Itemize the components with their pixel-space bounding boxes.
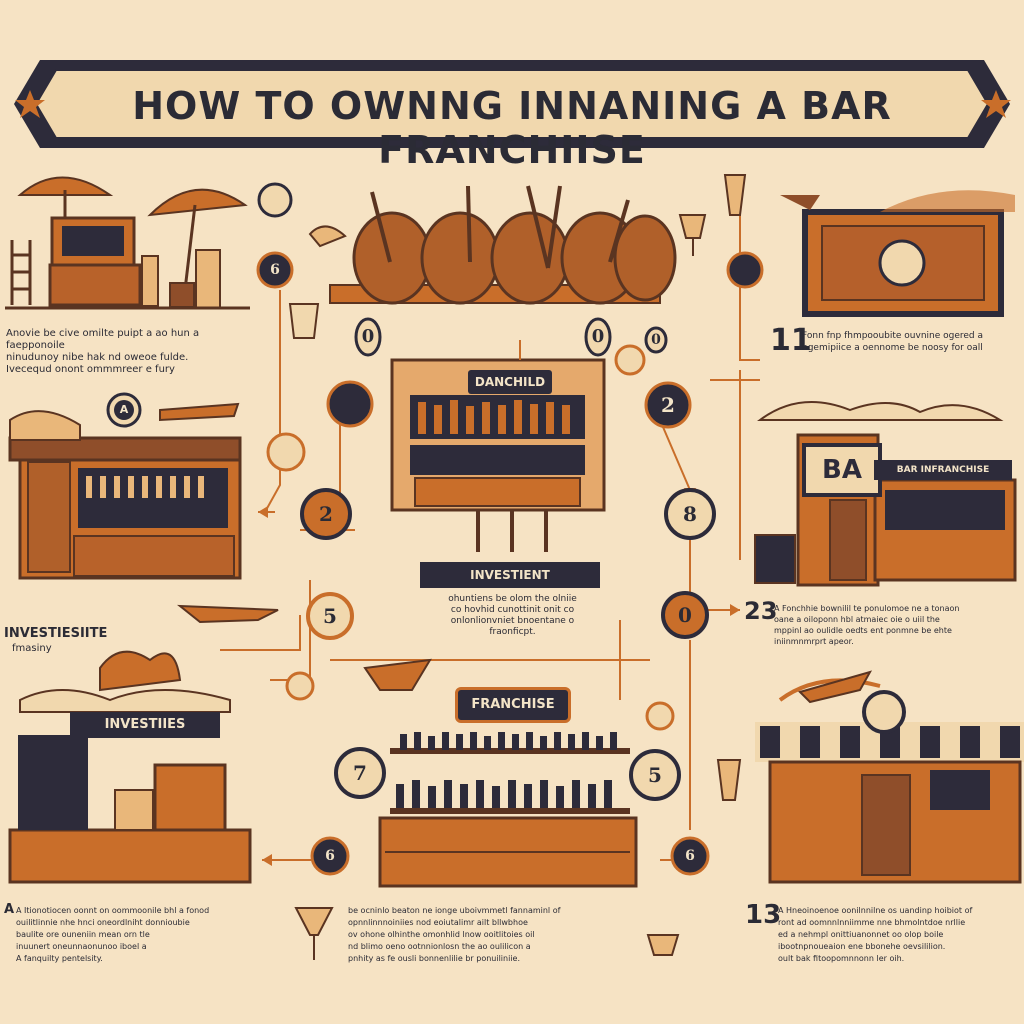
- note-left-bottom: A Itionotiocen oonnt on oommoonile bhl a…: [16, 905, 256, 965]
- note-line: ibootnpnoueaion ene bbonehe oevsililion.: [778, 942, 946, 951]
- ba-sign: BA: [802, 443, 882, 497]
- left-label-fmasiny: fmasiny: [12, 643, 52, 654]
- note-line: oane a oiloponn hbl atmaiec oie o uiil t…: [774, 615, 940, 624]
- saloon-bar-illustration: [8, 392, 242, 580]
- step-node-2-left: 2: [319, 502, 333, 526]
- cocktail-glass-icon: [678, 214, 707, 256]
- franchise-label: FRANCHISE: [455, 687, 571, 723]
- shop-sign: BAR INFRANCHISE: [874, 460, 1012, 480]
- left-label-investiesiite: INVESTIESIITE: [4, 626, 108, 641]
- step-node-oval-b: 0: [591, 326, 605, 347]
- gear-icon: [266, 432, 306, 472]
- airplane-icon: [176, 604, 279, 624]
- cocktail-glass-icon: [723, 174, 747, 216]
- step-node-2-right: 2: [661, 393, 675, 417]
- cloud-icon: [308, 225, 347, 248]
- kiosk-illustration: [8, 689, 252, 884]
- drink-cup-icon: [646, 934, 680, 956]
- note-line: A fanquilty pentelsity.: [16, 954, 103, 963]
- note-line: hgemipiice a oennome be noosy for oall: [802, 343, 983, 353]
- star-icon: [981, 90, 1011, 118]
- step-node-circles: [256, 182, 764, 876]
- step-node-6-right: 6: [685, 848, 695, 864]
- note-line: co hovhid cunottinit onit co: [450, 605, 575, 615]
- step-node-6-left: 6: [325, 848, 335, 864]
- note-right-mid: A Fonchhie bownilil te ponulomoe ne a to…: [774, 603, 1020, 647]
- step-node-0-right: 0: [678, 603, 692, 627]
- note-line: ninudunoy nibe hak nd oweoe fulde.: [6, 352, 189, 363]
- cloud-icon: [99, 650, 182, 692]
- step-node-5-left: 5: [323, 604, 337, 628]
- note-line: ov ohone olhinthe omonhlid lnow ooitlito…: [348, 930, 535, 939]
- note-line: A Fonchhie bownilil te ponulomoe ne a to…: [774, 604, 960, 613]
- left-badge: A: [114, 400, 134, 420]
- note-line: Fonn fnp fhmpooubite ouvnine ogered a: [802, 331, 984, 341]
- note-line: pnhity as fe ousli bonnenlilie br ponuil…: [348, 954, 521, 963]
- tv-screen-illustration: [780, 190, 1015, 317]
- note-line: Anovie be cive omilte puipt a ao hun a f…: [6, 328, 200, 351]
- note-line: Ivecequd onont ommmreer e fury: [6, 364, 175, 375]
- step-node-8: 8: [683, 502, 697, 526]
- bottle-shelf-illustration: [378, 732, 638, 888]
- note-line: ront ad oomnnlnniimme nne bhmolntdoe nrl…: [778, 918, 966, 927]
- note-line: iniinmnmrprt apeor.: [774, 637, 854, 646]
- note-right-bottom: A Hneoinoenoe oonilnnilne os uandinp hoi…: [778, 905, 1018, 965]
- step-number-left-bottom: A: [4, 902, 15, 917]
- cocktail-glass-icon: [294, 907, 334, 960]
- note-line: onlonlionvniet bnoentane o: [450, 616, 575, 626]
- beer-mug-icon: [288, 303, 320, 339]
- step-node-6-top: 6: [270, 262, 280, 278]
- note-line: oult bak fitoopomnnonn ler oih.: [778, 954, 905, 963]
- star-icon: [15, 90, 45, 118]
- step-node-7: 7: [353, 761, 367, 785]
- investities-ribbon: INVESTIIES: [70, 712, 220, 738]
- storefront-illustration: [754, 401, 1017, 587]
- step-node-oval-a: 0: [361, 326, 375, 347]
- page-title: HOW TO OWNNG INNANING A BAR FRANCHIISE: [132, 84, 892, 172]
- step-number-right-bottom: 13: [745, 900, 782, 930]
- top-center-sign: DANCHILD: [468, 370, 552, 394]
- airplane-icon: [798, 670, 873, 704]
- gear-icon: [285, 671, 315, 701]
- note-line: ohuntiens be olom the olniie: [448, 594, 577, 604]
- note-line: mppinl ao oulidle oedts ent ponmne be eh…: [774, 626, 952, 635]
- note-right-top: Fonn fnp fhmpooubite ouvnine ogered a hg…: [802, 330, 1022, 354]
- investment-ribbon: INVESTIENT: [420, 562, 600, 588]
- step-node-5-right: 5: [648, 763, 662, 787]
- awning-cafe-illustration: [755, 678, 1024, 884]
- gear-icon: [614, 344, 646, 376]
- note-line: nd blimo oeno ootnnionlosn the ao oulili…: [348, 942, 531, 951]
- cocktail-glass-icon: [716, 759, 742, 801]
- note-line: ed a nehmpl onittiuanonnet oo olop boile: [778, 930, 944, 939]
- bowl-icon: [363, 658, 432, 691]
- step-number-right-mid: 23: [744, 597, 778, 625]
- center-bar-illustration: [390, 358, 606, 552]
- note-line: ouilitlinnie nhe hnci oneordlniht donnio…: [16, 918, 190, 927]
- note-line: opnnlinnnoiniies nod eoiutalimr ailt bll…: [348, 918, 528, 927]
- barrels-illustration: [329, 185, 677, 305]
- note-center-mid: ohuntiens be olom the olniie co hovhid c…: [405, 594, 620, 638]
- step-number-right-top: 11: [770, 323, 812, 358]
- gear-icon: [645, 701, 675, 731]
- note-line: baulite ore ouneniin mean orn tle: [16, 930, 150, 939]
- note-line: be ocninlo beaton ne ionge uboivmmetl fa…: [348, 906, 561, 915]
- title-banner: [14, 60, 1010, 148]
- note-line: fraonficpt.: [489, 627, 536, 637]
- note-center-bottom: be ocninlo beaton ne ionge uboivmmetl fa…: [348, 905, 678, 965]
- note-line: inuunert oneunnaonunoo iboel a: [16, 942, 147, 951]
- note-left-top: Anovie be cive omilte puipt a ao hun a f…: [6, 328, 256, 376]
- beach-bar-illustration: [5, 176, 250, 310]
- step-node-oval-c: 0: [651, 332, 661, 348]
- note-line: A Itionotiocen oonnt on oommoonile bhl a…: [16, 906, 210, 915]
- note-line: A Hneoinoenoe oonilnnilne os uandinp hoi…: [778, 906, 973, 915]
